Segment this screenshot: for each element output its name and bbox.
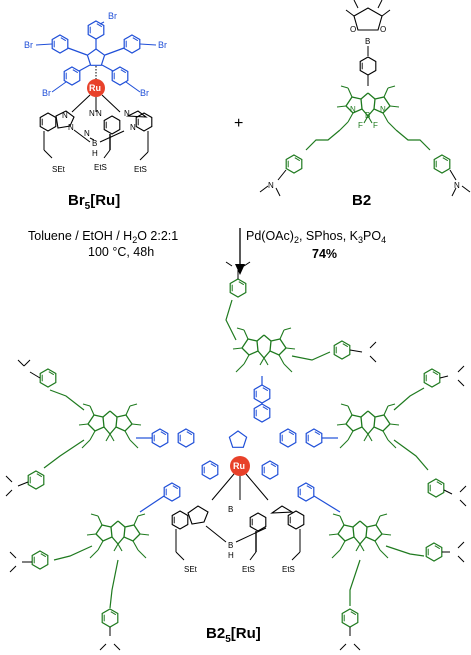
cp-ring bbox=[228, 430, 248, 448]
bodipy-core bbox=[232, 327, 296, 373]
aminophenyl-ring bbox=[333, 340, 351, 360]
n-atom-label: N bbox=[96, 109, 102, 118]
br-atom-label: Br bbox=[42, 88, 51, 98]
aryl-ring bbox=[151, 428, 169, 448]
bodipy-core bbox=[328, 513, 392, 559]
benzimidazole-ring bbox=[39, 112, 57, 132]
br-atom-label: Br bbox=[140, 88, 149, 98]
aryl-ring bbox=[201, 460, 219, 480]
n-atom-label: N bbox=[268, 181, 274, 190]
b-atom-label: B bbox=[228, 505, 233, 514]
h-atom-label: H bbox=[92, 149, 98, 158]
b-atom-label: B bbox=[365, 37, 370, 46]
aryl-ring bbox=[163, 482, 181, 502]
b-atom-label: B bbox=[228, 541, 233, 550]
aminophenyl-ring bbox=[425, 542, 443, 562]
cp-ring bbox=[86, 48, 106, 66]
ru-label: Ru bbox=[233, 461, 245, 471]
ets-label: EtS bbox=[134, 165, 147, 174]
benzimidazole-ring bbox=[287, 510, 305, 530]
br-atom-label: Br bbox=[158, 40, 167, 50]
n-atom-label: N bbox=[454, 181, 460, 190]
condition-solvent: Toluene / EtOH / H2O 2:2:1 bbox=[28, 229, 178, 245]
aminophenyl-ring bbox=[229, 278, 247, 298]
benzimidazole-ring bbox=[103, 115, 121, 135]
benzimidazole-ring bbox=[171, 510, 189, 530]
aminophenyl-ring bbox=[101, 608, 119, 628]
aryl-ring bbox=[177, 428, 195, 448]
n-atom-label: N bbox=[89, 109, 95, 118]
aryl-ring bbox=[63, 66, 81, 86]
b-atom-label: B bbox=[365, 111, 370, 120]
set-label: SEt bbox=[184, 565, 198, 574]
bodipy-core bbox=[336, 403, 400, 449]
h-atom-label: H bbox=[228, 551, 234, 560]
bodipy-core bbox=[86, 513, 150, 559]
aryl-ring bbox=[253, 384, 271, 404]
reaction-yield: 74% bbox=[312, 247, 337, 261]
n-atom-label: N bbox=[380, 105, 386, 114]
set-label: SEt bbox=[52, 165, 66, 174]
f-atom-label: F bbox=[373, 121, 378, 130]
product-label: B25[Ru] bbox=[206, 625, 261, 645]
aminophenyl-ring bbox=[423, 368, 441, 388]
n-atom-label: N bbox=[84, 129, 90, 138]
ru-metal-center bbox=[87, 79, 105, 97]
aryl-ring bbox=[123, 34, 141, 54]
f-atom-label: F bbox=[358, 121, 363, 130]
aryl-ring bbox=[253, 403, 271, 423]
reactant-br5ru-structure: Br Br Br Br Br Ru N N N N N N N B H bbox=[24, 11, 167, 174]
n-atom-label: N bbox=[68, 123, 74, 132]
aminophenyl-ring bbox=[39, 368, 57, 388]
n-atom-label: N bbox=[350, 105, 356, 114]
ru-label: Ru bbox=[89, 83, 101, 93]
reactant-b2-structure: O O B N N B F F N N bbox=[259, 0, 471, 197]
aryl-ring bbox=[297, 482, 315, 502]
bodipy-core bbox=[78, 403, 142, 449]
ets-label: EtS bbox=[242, 565, 255, 574]
br-atom-label: Br bbox=[24, 40, 33, 50]
aryl-ring bbox=[261, 460, 279, 480]
aminophenyl-ring bbox=[433, 154, 451, 174]
aryl-ring bbox=[111, 66, 129, 86]
plus-sign: + bbox=[234, 115, 243, 132]
product-structure: Ru bbox=[5, 261, 467, 651]
reactant-2-label: B2 bbox=[352, 192, 371, 209]
aminophenyl-ring bbox=[27, 470, 45, 490]
ru-metal-center bbox=[230, 456, 250, 476]
n-atom-label: N bbox=[130, 123, 136, 132]
benzimidazole-ring bbox=[249, 512, 267, 532]
o-atom-label: O bbox=[380, 25, 386, 34]
ets-label: EtS bbox=[282, 565, 295, 574]
bodipy-core bbox=[336, 85, 400, 131]
n-atom-label: N bbox=[124, 109, 130, 118]
b-atom-label: B bbox=[92, 139, 97, 148]
phenyl-ring bbox=[359, 56, 377, 76]
condition-temperature-time: 100 °C, 48h bbox=[88, 245, 154, 259]
aminophenyl-ring bbox=[427, 478, 445, 498]
aminophenyl-ring bbox=[341, 608, 359, 628]
reaction-arrow-head bbox=[235, 264, 245, 275]
reactant-1-label: Br5[Ru] bbox=[68, 192, 120, 212]
aryl-ring bbox=[279, 428, 297, 448]
aminophenyl-ring bbox=[31, 550, 49, 570]
br-atom-label: Br bbox=[108, 11, 117, 21]
aminophenyl-ring bbox=[285, 154, 303, 174]
ets-label: EtS bbox=[94, 163, 107, 172]
n-atom-label: N bbox=[62, 111, 68, 120]
aryl-ring bbox=[305, 428, 323, 448]
condition-catalyst-base: Pd(OAc)2, SPhos, K3PO4 bbox=[246, 229, 386, 245]
aryl-ring bbox=[51, 34, 69, 54]
o-atom-label: O bbox=[350, 25, 356, 34]
